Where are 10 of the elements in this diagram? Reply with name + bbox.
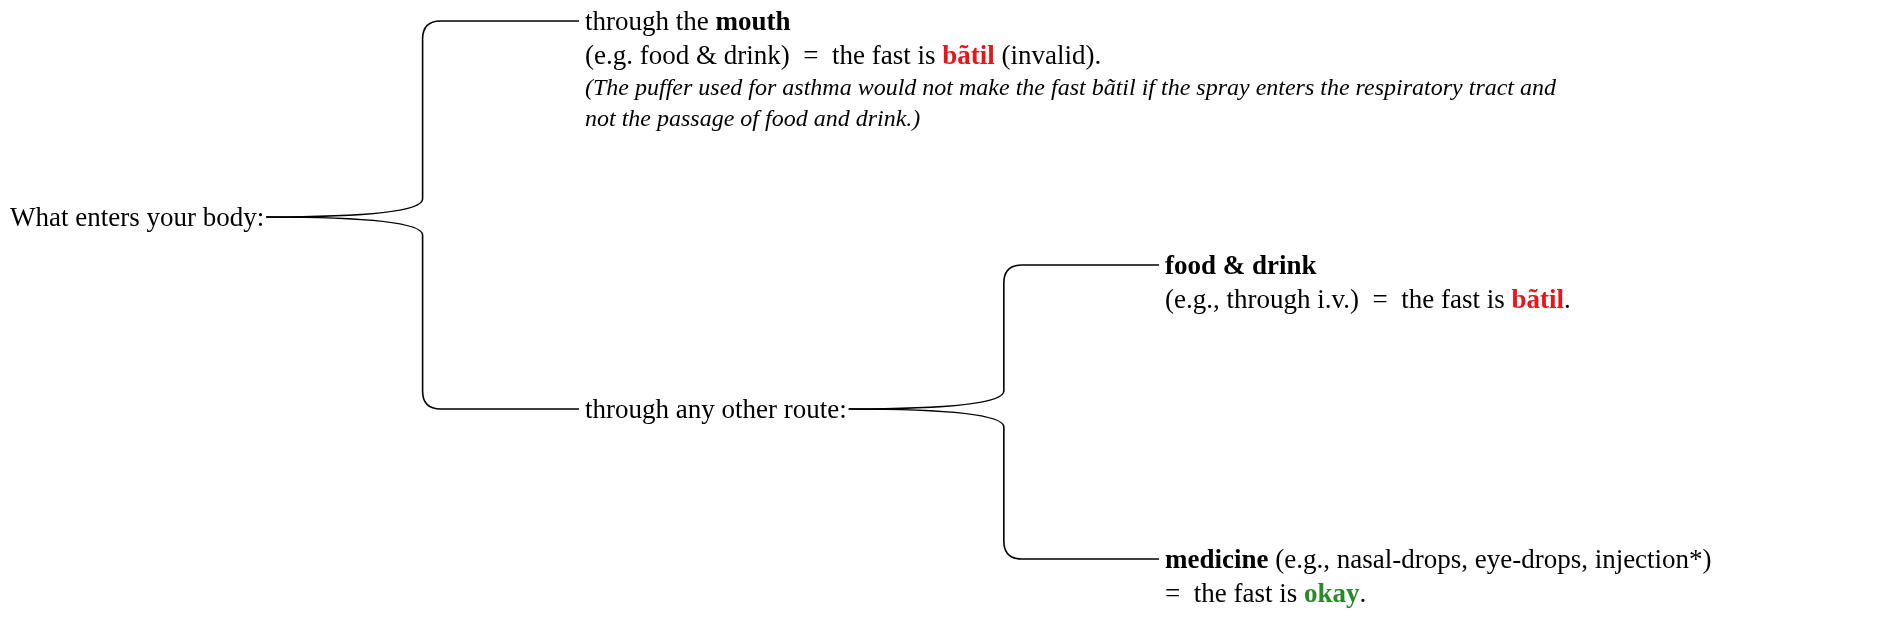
text-label: (e.g., through i.v.) = the fast is bãtil. <box>1165 283 1572 316</box>
heading-text: food & drink <box>1165 249 1318 282</box>
text-label: medicine (e.g., nasal-drops, eye-drops, injection*) = the fast is okay. <box>1165 542 1725 610</box>
brace-line <box>847 408 1160 560</box>
note-text: (The puffer used for asthma would not make the fast bãtil if the spray enters the respiratory tract and not the passage of food and drink.) <box>585 73 1558 133</box>
heading-text: through the mouth <box>585 5 792 38</box>
text-label: through any other route: <box>585 392 847 426</box>
text-label: What enters your body: <box>10 200 265 234</box>
brace-line <box>265 216 580 410</box>
text-label: (e.g. food & drink) = the fast is bãtil (invalid). <box>585 39 1103 72</box>
